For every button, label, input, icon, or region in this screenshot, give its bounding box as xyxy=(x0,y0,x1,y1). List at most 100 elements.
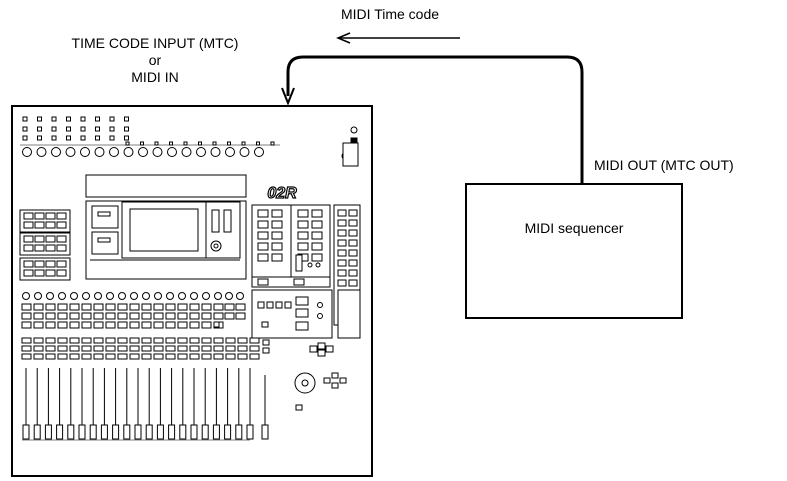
channel-knob xyxy=(214,292,222,300)
select-button xyxy=(93,345,104,352)
channel-knob xyxy=(166,292,174,300)
left-button xyxy=(56,269,67,277)
channel-button xyxy=(189,312,200,320)
channel-button xyxy=(93,312,104,320)
left-button xyxy=(45,244,56,252)
input-button xyxy=(66,116,71,122)
channel-knob xyxy=(178,292,186,300)
channel-button xyxy=(153,312,164,320)
channel-knob xyxy=(236,292,244,300)
transport-led xyxy=(317,302,323,308)
channel-button xyxy=(189,303,200,311)
left-button xyxy=(23,244,34,252)
channel-button xyxy=(141,303,152,311)
transport-button xyxy=(295,321,309,331)
right-led xyxy=(307,262,313,268)
input-knob xyxy=(36,147,47,157)
left-button xyxy=(34,212,45,220)
input-knob xyxy=(254,147,264,157)
select-button xyxy=(45,345,56,352)
midi-sequencer-label: MIDI sequencer xyxy=(524,220,624,236)
channel-button xyxy=(117,321,128,329)
display-button xyxy=(97,237,111,243)
nav-button xyxy=(323,377,331,384)
right-button xyxy=(297,242,309,251)
input-button xyxy=(212,141,217,146)
right-column-button xyxy=(348,209,358,217)
right-column-button xyxy=(348,269,358,277)
channel-knob xyxy=(70,292,78,300)
transport-side-panel xyxy=(337,289,361,339)
input-button xyxy=(227,141,231,146)
lcd-screen-inner xyxy=(129,208,199,252)
channel-button xyxy=(129,303,140,311)
transport-led xyxy=(317,313,323,319)
lcd-top-panel xyxy=(85,174,247,198)
midi-out-label: MIDI OUT (MTC OUT) xyxy=(594,157,734,173)
select-button xyxy=(201,345,212,352)
select-button xyxy=(21,353,32,360)
input-button xyxy=(95,135,100,141)
left-button xyxy=(34,260,45,268)
input-button xyxy=(22,126,28,132)
input-knob xyxy=(196,147,206,157)
input-button xyxy=(80,135,86,141)
channel-button xyxy=(235,312,246,320)
arrowhead-icon xyxy=(281,87,295,106)
input-button xyxy=(109,135,115,141)
fader-knob xyxy=(67,424,75,440)
select-button xyxy=(213,337,224,344)
channel-button xyxy=(235,303,246,311)
stereo-meter xyxy=(350,137,358,144)
left-button xyxy=(34,269,45,277)
select-button xyxy=(117,337,128,344)
left-button xyxy=(23,269,34,277)
select-button xyxy=(165,353,176,360)
right-button xyxy=(257,220,269,229)
mixer-input-label-line3: MIDI IN xyxy=(131,69,179,85)
channel-button xyxy=(21,321,32,329)
channel-knob xyxy=(34,292,42,300)
select-button xyxy=(177,345,188,352)
left-button xyxy=(56,260,67,268)
nav-button xyxy=(339,377,347,384)
channel-button xyxy=(153,321,164,329)
input-button xyxy=(124,126,129,132)
fader-knob xyxy=(224,424,232,440)
fader-knob xyxy=(123,424,131,440)
select-button xyxy=(57,345,68,352)
select-button xyxy=(69,345,80,352)
left-button xyxy=(56,212,67,220)
jog-wheel-center xyxy=(301,379,309,387)
input-button xyxy=(51,126,57,132)
transport-button xyxy=(266,301,274,309)
mixer-controls xyxy=(19,116,361,441)
channel-button xyxy=(105,312,116,320)
right-button xyxy=(297,209,309,218)
mixer-input-label-line1: TIME CODE INPUT (MTC) xyxy=(71,35,239,51)
channel-knob xyxy=(142,292,150,300)
transport-button xyxy=(261,321,269,328)
select-button xyxy=(189,345,200,352)
input-knob xyxy=(225,147,235,157)
fader-knob xyxy=(235,424,243,440)
select-button xyxy=(141,337,152,344)
input-knob xyxy=(51,147,61,157)
channel-button xyxy=(224,303,235,311)
display-button xyxy=(97,211,111,217)
input-button xyxy=(109,116,115,122)
fader-knob xyxy=(78,424,86,440)
channel-button xyxy=(201,303,212,311)
right-button xyxy=(297,231,309,240)
channel-button xyxy=(105,321,116,329)
right-column-button xyxy=(348,219,358,227)
master-fader-knob xyxy=(261,424,269,440)
input-knob xyxy=(152,147,163,157)
data-wheel-center xyxy=(213,243,219,249)
select-button xyxy=(105,337,116,344)
select-button xyxy=(93,337,104,344)
right-button xyxy=(297,220,309,229)
channel-button xyxy=(69,303,80,311)
